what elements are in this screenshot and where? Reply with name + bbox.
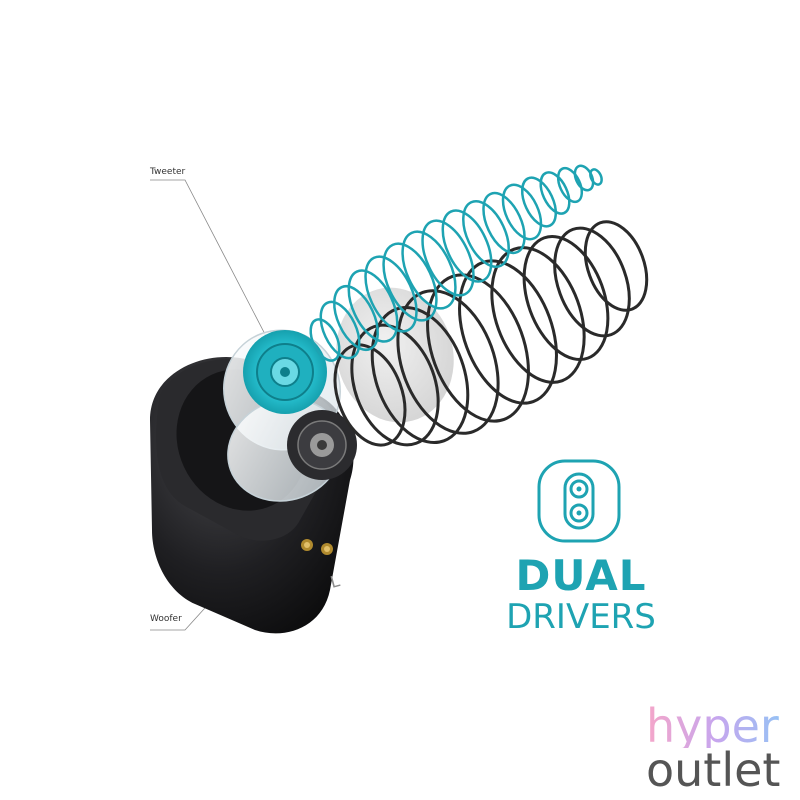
tweeter-callout-line	[150, 179, 269, 341]
tweeter-driver	[243, 330, 327, 414]
tweeter-sound-waves	[309, 164, 603, 362]
feature-title-line1: DUAL	[515, 551, 647, 600]
dual-driver-icon	[537, 459, 621, 543]
woofer-label: Woofer	[150, 614, 182, 624]
feature-title-line2: DRIVERS	[506, 597, 656, 637]
woofer-driver	[287, 410, 357, 480]
watermark-line2: outlet	[646, 743, 781, 797]
brand-watermark: hyper outlet	[646, 703, 786, 797]
watermark-line1: hyper	[646, 703, 786, 749]
tweeter-label: Tweeter	[150, 167, 186, 177]
